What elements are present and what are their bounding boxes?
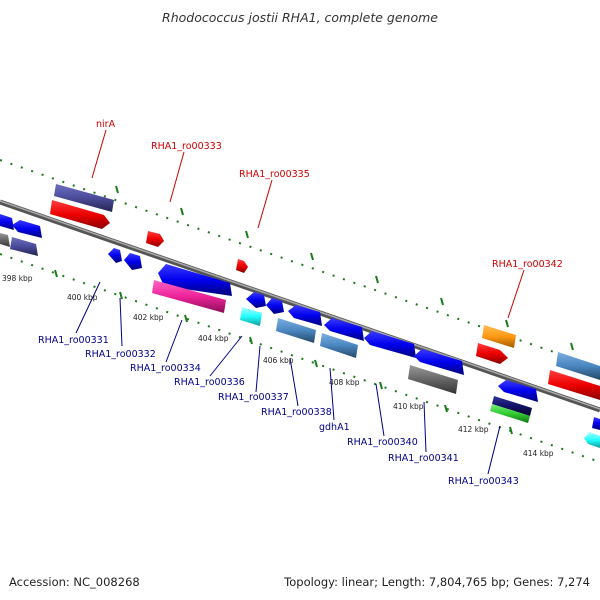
scale-label: 414 kbp	[523, 449, 554, 458]
gene-block	[54, 184, 114, 212]
gene-block	[492, 396, 532, 416]
forward-gene-labels: nirA RHA1_ro00333 RHA1_ro00335 RHA1_ro00…	[96, 119, 563, 270]
accession-text: Accession: NC_008268	[9, 575, 140, 589]
forward-genes	[50, 184, 600, 400]
gene-label[interactable]: RHA1_ro00338	[261, 407, 332, 418]
gene-block	[276, 318, 316, 343]
scale-label: 406 kbp	[263, 356, 294, 365]
gene-block	[158, 264, 232, 296]
gene-block	[324, 318, 364, 341]
reverse-gene-labels: RHA1_ro00331 RHA1_ro00332 RHA1_ro00334 R…	[38, 335, 519, 487]
gene-label[interactable]: RHA1_ro00336	[174, 377, 245, 388]
gene-label[interactable]: RHA1_ro00335	[239, 169, 310, 180]
gene-block	[584, 432, 600, 448]
genome-title: Rhodococcus jostii RHA1, complete genome	[162, 10, 438, 25]
scale-ticks	[54, 185, 574, 435]
gene-label[interactable]: RHA1_ro00342	[492, 259, 563, 270]
scale-labels: 398 kbp 400 kbp 402 kbp 404 kbp 406 kbp …	[2, 274, 554, 458]
scale-label: 398 kbp	[2, 274, 33, 283]
gene-block	[288, 305, 322, 326]
gene-block	[108, 248, 122, 263]
scale-label: 404 kbp	[198, 334, 229, 343]
gene-block	[152, 280, 226, 313]
gene-label[interactable]: RHA1_ro00333	[151, 141, 222, 152]
reverse-genes	[0, 214, 600, 448]
gene-block	[10, 237, 38, 256]
gene-label[interactable]: RHA1_ro00337	[218, 392, 289, 403]
gene-label[interactable]: RHA1_ro00331	[38, 335, 109, 346]
gene-block	[482, 325, 516, 348]
gene-block	[266, 298, 284, 314]
genome-backbone	[0, 199, 600, 413]
scale-label: 402 kbp	[133, 313, 164, 322]
gene-label[interactable]: RHA1_ro00334	[130, 363, 201, 374]
gene-block	[556, 352, 600, 380]
gene-label[interactable]: RHA1_ro00343	[448, 476, 519, 487]
gene-label[interactable]: nirA	[96, 119, 116, 130]
gene-block	[50, 200, 110, 229]
gene-block	[146, 231, 164, 247]
reverse-leader-lines	[75, 281, 501, 475]
gene-block	[592, 417, 600, 430]
scale-label: 400 kbp	[67, 293, 98, 302]
gene-block	[548, 370, 600, 400]
scale-label: 408 kbp	[329, 378, 360, 387]
gene-block	[364, 331, 416, 358]
gene-label[interactable]: gdhA1	[319, 422, 350, 433]
gene-block	[246, 292, 266, 308]
gene-block	[0, 214, 14, 230]
gene-block	[490, 404, 530, 423]
scale-label: 410 kbp	[393, 402, 424, 411]
scale-label: 412 kbp	[458, 425, 489, 434]
gene-block	[0, 233, 10, 247]
gene-block	[498, 380, 538, 402]
forward-leader-lines	[91, 129, 525, 319]
gene-label[interactable]: RHA1_ro00341	[388, 453, 459, 464]
gene-block	[124, 253, 142, 270]
gene-block	[476, 343, 508, 364]
gene-block	[236, 259, 248, 273]
genome-summary-text: Topology: linear; Length: 7,804,765 bp; …	[284, 575, 590, 589]
gene-block	[12, 220, 42, 238]
gene-block	[408, 365, 458, 394]
gene-label[interactable]: RHA1_ro00340	[347, 437, 418, 448]
gene-label[interactable]: RHA1_ro00332	[85, 349, 156, 360]
gene-block	[320, 333, 358, 358]
gene-block	[414, 349, 464, 375]
gene-block	[240, 307, 262, 326]
